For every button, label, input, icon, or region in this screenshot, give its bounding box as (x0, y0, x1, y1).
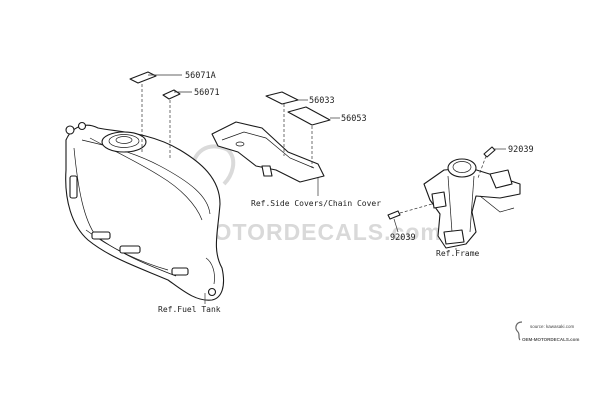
decal-56071 (162, 89, 181, 100)
decal-56071a (129, 71, 157, 84)
ref-side-covers: Ref.Side Covers/Chain Cover (251, 199, 381, 208)
bolt-92039-bottom (387, 210, 401, 220)
source-brand: OEM-MOTORDECALS.com (522, 337, 579, 342)
leader-92039-bottom (393, 218, 399, 233)
ref-fuel-tank: Ref.Fuel Tank (158, 305, 221, 314)
label-56033: 56033 (309, 96, 335, 106)
ref-frame: Ref.Frame (436, 249, 480, 258)
side-cover-drawing (211, 121, 325, 183)
label-56071a: 56071A (185, 71, 216, 81)
label-56053: 56053 (341, 114, 367, 124)
decal-56053 (287, 106, 331, 126)
label-92039-bottom: 92039 (390, 233, 416, 243)
label-92039-top: 92039 (508, 145, 534, 155)
source-logo-icon (515, 321, 523, 341)
label-56071: 56071 (194, 88, 220, 98)
dash-92039-top (477, 155, 487, 179)
dash-92039-bottom (399, 203, 433, 214)
bolt-92039-top (483, 146, 496, 158)
source-text: source: kawasaki.com (530, 324, 575, 329)
frame-drawing (423, 158, 521, 249)
decal-56033 (265, 91, 299, 105)
fuel-tank-drawing (65, 121, 225, 301)
